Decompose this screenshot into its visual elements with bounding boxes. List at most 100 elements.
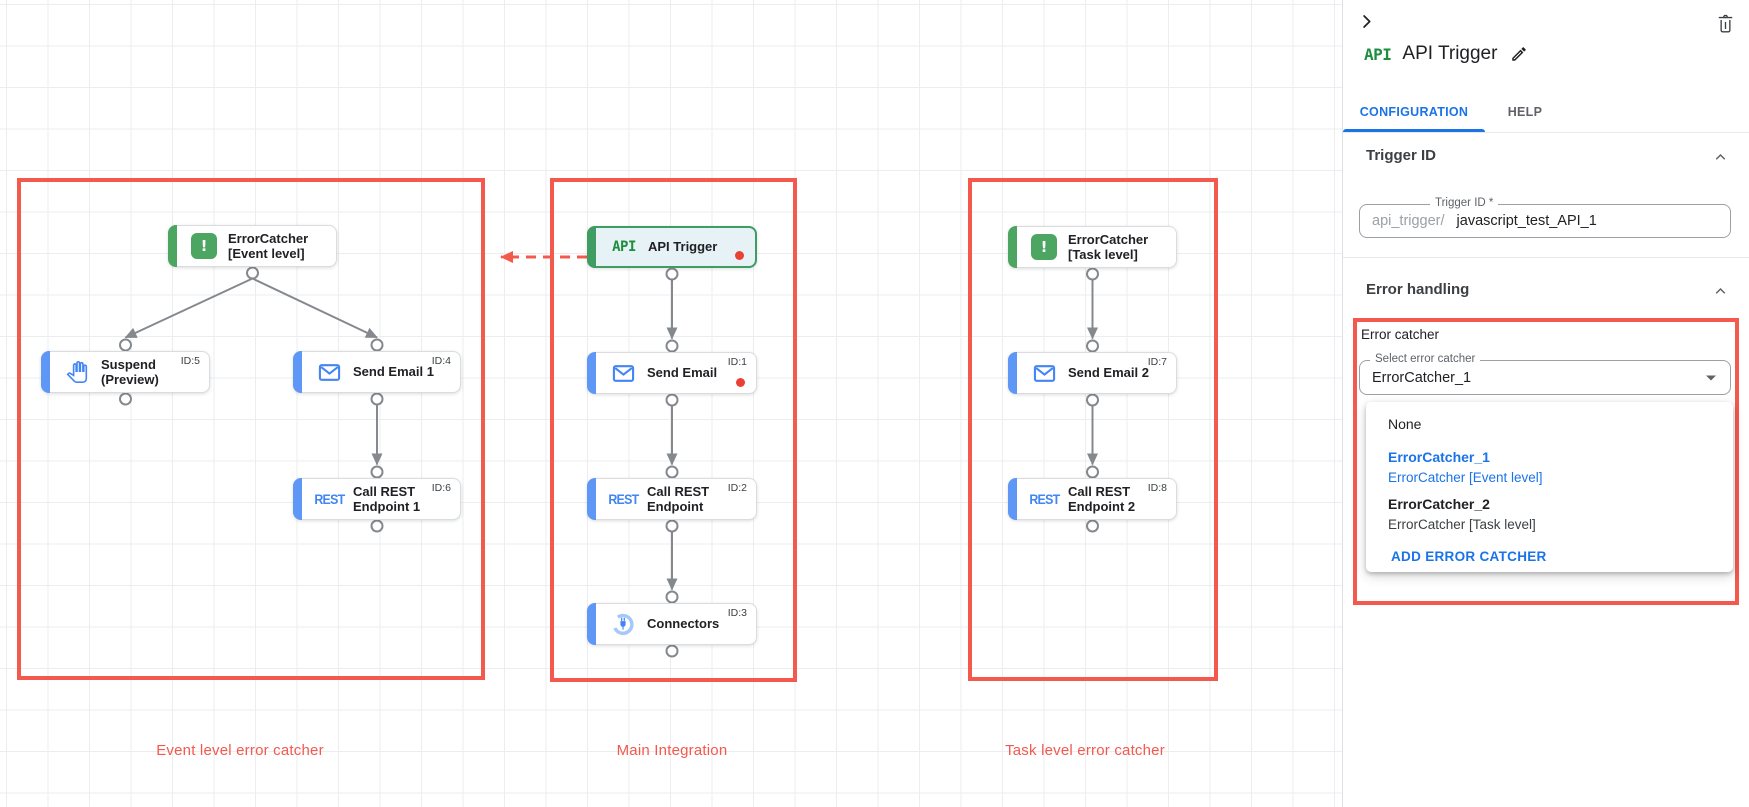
email-icon xyxy=(1029,361,1059,386)
collapse-panel-button[interactable] xyxy=(1355,10,1378,33)
node-accent-bar xyxy=(293,478,302,520)
edit-title-button[interactable] xyxy=(1508,43,1530,65)
trash-icon xyxy=(1716,14,1735,37)
node-accent-bar xyxy=(1008,352,1017,394)
error-catcher-group-label: Error catcher xyxy=(1361,327,1440,342)
api-icon: API xyxy=(612,239,636,255)
select-error-catcher-label: Select error catcher xyxy=(1370,353,1481,365)
node-label: ErrorCatcher [Task level] xyxy=(1068,231,1149,262)
node-label: Send Email 1 xyxy=(353,364,434,380)
node-accent-bar xyxy=(587,603,596,645)
suspend-hand-icon xyxy=(62,361,92,383)
tab-help-label: HELP xyxy=(1507,105,1543,119)
node-label: Send Email xyxy=(647,365,718,381)
node-api-trigger[interactable]: API API Trigger xyxy=(587,226,757,268)
node-accent-bar xyxy=(587,352,596,394)
rest-icon: REST xyxy=(313,491,345,507)
trigger-id-field[interactable]: Trigger ID * api_trigger/ javascript_tes… xyxy=(1359,197,1731,238)
node-task-id: ID:7 xyxy=(1147,356,1167,368)
menu-option-errorcatcher-2[interactable]: ErrorCatcher_2 ErrorCatcher [Task level] xyxy=(1388,496,1536,532)
chevron-right-icon xyxy=(1357,15,1376,34)
email-icon xyxy=(314,360,344,385)
group-box-task xyxy=(968,178,1218,681)
tab-configuration[interactable]: CONFIGURATION xyxy=(1343,92,1485,132)
workflow-canvas[interactable]: Event level error catcher Main Integratio… xyxy=(0,0,1342,807)
node-accent-bar xyxy=(41,351,50,393)
email-icon xyxy=(608,361,638,386)
trigger-id-prefix: api_trigger/ xyxy=(1372,213,1445,229)
tab-help[interactable]: HELP xyxy=(1485,92,1565,132)
node-task-id: ID:6 xyxy=(431,482,451,494)
node-call-rest-2[interactable]: REST Call REST Endpoint 2 ID:8 xyxy=(1008,478,1177,520)
option-detail: ErrorCatcher [Task level] xyxy=(1388,517,1536,532)
rest-icon: REST xyxy=(1028,491,1060,507)
group-caption-task: Task level error catcher xyxy=(1005,742,1165,759)
node-label: Call REST Endpoint xyxy=(647,483,710,514)
node-task-id: ID:4 xyxy=(431,355,451,367)
panel-header: API API Trigger xyxy=(1364,43,1530,65)
node-call-rest[interactable]: REST Call REST Endpoint ID:2 xyxy=(587,478,757,520)
node-send-email[interactable]: Send Email ID:1 xyxy=(587,352,757,394)
node-accent-bar xyxy=(1008,478,1017,520)
pencil-icon xyxy=(1510,47,1528,67)
node-label: ErrorCatcher [Event level] xyxy=(228,230,309,261)
option-detail: ErrorCatcher [Event level] xyxy=(1388,470,1543,485)
add-error-catcher-button[interactable]: ADD ERROR CATCHER xyxy=(1391,549,1547,564)
chevron-up-icon xyxy=(1712,153,1729,170)
option-name: ErrorCatcher_2 xyxy=(1388,496,1490,512)
menu-option-none[interactable]: None xyxy=(1388,416,1422,432)
config-panel: API API Trigger CONFIGURATION HELP Trigg… xyxy=(1342,0,1749,807)
group-box-main xyxy=(550,178,797,682)
option-name: ErrorCatcher_1 xyxy=(1388,449,1490,465)
node-connectors[interactable]: Connectors ID:3 xyxy=(587,603,757,645)
error-catcher-icon: ! xyxy=(189,233,219,259)
tab-configuration-label: CONFIGURATION xyxy=(1359,105,1469,119)
panel-title: API Trigger xyxy=(1402,43,1498,64)
node-accent-bar xyxy=(293,351,302,393)
node-suspend[interactable]: Suspend (Preview) ID:5 xyxy=(41,351,210,393)
node-accent-bar xyxy=(587,478,596,520)
dropdown-arrow-icon xyxy=(1705,374,1717,382)
node-error-catcher-task[interactable]: ! ErrorCatcher [Task level] xyxy=(1008,226,1177,268)
error-catcher-menu: None ErrorCatcher_1 ErrorCatcher [Event … xyxy=(1366,402,1733,572)
error-catcher-highlight-box xyxy=(1353,318,1739,605)
group-caption-main: Main Integration xyxy=(616,742,728,759)
section-divider xyxy=(1343,257,1749,258)
delete-trigger-button[interactable] xyxy=(1714,11,1737,36)
section-error-handling-header: Error handling xyxy=(1366,281,1470,298)
node-label: Send Email 2 xyxy=(1068,365,1149,381)
select-error-catcher-value: ErrorCatcher_1 xyxy=(1372,369,1472,386)
collapse-trigger-id-button[interactable] xyxy=(1712,149,1729,166)
section-trigger-id-header: Trigger ID xyxy=(1366,147,1437,164)
node-accent-bar xyxy=(1008,226,1017,268)
api-trigger-icon: API xyxy=(1364,44,1392,64)
node-task-id: ID:8 xyxy=(1147,482,1167,494)
trigger-id-field-label: Trigger ID * xyxy=(1430,197,1499,209)
node-error-catcher-event[interactable]: ! ErrorCatcher [Event level] xyxy=(168,225,337,267)
node-task-id: ID:3 xyxy=(727,607,747,619)
menu-option-errorcatcher-1[interactable]: ErrorCatcher_1 ErrorCatcher [Event level… xyxy=(1388,449,1543,485)
alert-dot xyxy=(735,251,744,260)
node-accent-bar xyxy=(587,226,596,268)
trigger-id-value[interactable]: javascript_test_API_1 xyxy=(1456,213,1597,229)
rest-icon: REST xyxy=(607,491,639,507)
group-caption-event: Event level error catcher xyxy=(156,742,324,759)
node-task-id: ID:2 xyxy=(727,482,747,494)
chevron-up-icon xyxy=(1712,287,1729,304)
error-catcher-icon: ! xyxy=(1029,234,1059,260)
node-task-id: ID:5 xyxy=(180,355,200,367)
node-label: API Trigger xyxy=(648,239,718,255)
collapse-error-handling-button[interactable] xyxy=(1712,283,1729,300)
node-call-rest-1[interactable]: REST Call REST Endpoint 1 ID:6 xyxy=(293,478,461,520)
node-label: Call REST Endpoint 2 xyxy=(1068,483,1136,514)
node-task-id: ID:1 xyxy=(727,356,747,368)
node-label: Connectors xyxy=(647,616,720,632)
node-label: Suspend (Preview) xyxy=(101,356,159,387)
alert-dot xyxy=(736,378,745,387)
group-box-event xyxy=(17,178,485,680)
node-label: Call REST Endpoint 1 xyxy=(353,483,421,514)
select-error-catcher-dropdown[interactable]: Select error catcher ErrorCatcher_1 xyxy=(1359,353,1731,395)
